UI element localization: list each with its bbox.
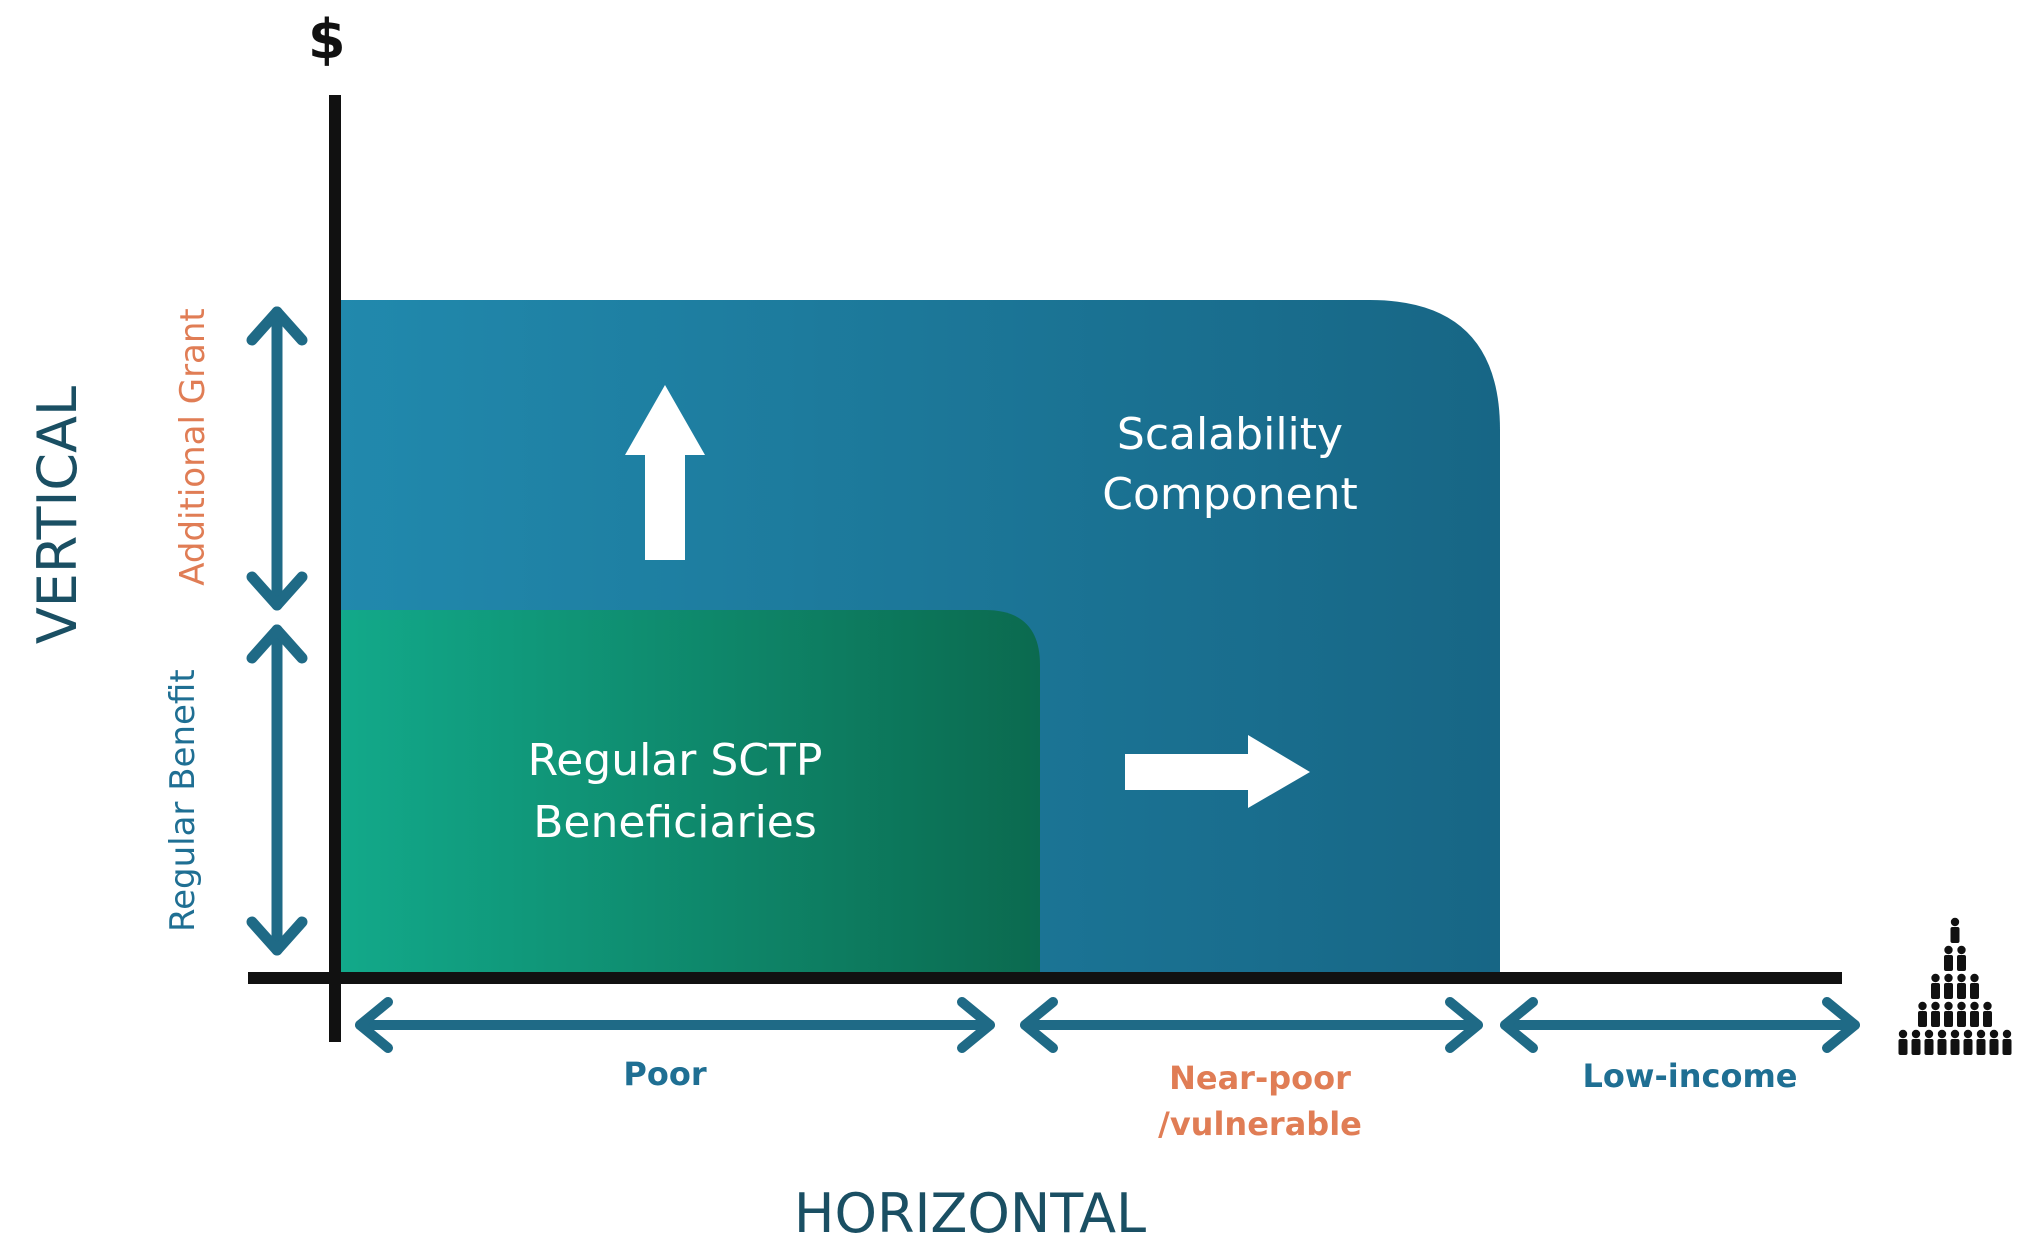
person-body (1931, 1011, 1940, 1027)
person-head (1931, 973, 1940, 983)
scalability-line-2: Component (1102, 469, 1358, 520)
person-body (1911, 1039, 1921, 1055)
person-head (1924, 1029, 1934, 1039)
person-head (1976, 1029, 1986, 1039)
person-body (1957, 983, 1966, 999)
regular-line-1: Regular SCTP (527, 735, 823, 786)
scalability-component-label: Scalability Component (1050, 405, 1410, 525)
y-axis-symbol: $ (308, 8, 346, 71)
person-body (1989, 1039, 1999, 1055)
low-income-label: Low-income (1582, 1057, 1798, 1095)
person-head (1950, 1029, 1960, 1039)
person-body (1898, 1039, 1908, 1055)
regular-benefit-label: Regular Benefit (163, 669, 203, 932)
person-body (1957, 955, 1966, 971)
person-head (1983, 1001, 1992, 1011)
person-body (1950, 1039, 1960, 1055)
regular-sctp-label: Regular SCTP Beneficiaries (480, 730, 870, 854)
person-head (1957, 1001, 1966, 1011)
person-body (1957, 1011, 1966, 1027)
person-head (1963, 1029, 1973, 1039)
person-body (1918, 1011, 1927, 1027)
person-head (1989, 1029, 1999, 1039)
person-head (1937, 1029, 1947, 1039)
horizontal-axis-title: HORIZONTAL (793, 1182, 1147, 1245)
person-head (2002, 1029, 2012, 1039)
person-body (1944, 983, 1953, 999)
low-income-arrow (1500, 997, 1860, 1053)
person-body (1970, 1011, 1979, 1027)
additional-grant-arrow (246, 306, 308, 611)
person-head (1944, 1001, 1953, 1011)
person-body (1950, 927, 1960, 943)
person-head (1970, 1001, 1979, 1011)
person-body (1944, 1011, 1953, 1027)
regular-sctp-box (340, 610, 1040, 975)
scalability-line-1: Scalability (1116, 409, 1344, 460)
right-arrow-icon (1125, 735, 1310, 808)
person-body (1944, 955, 1953, 971)
person-body (1963, 1039, 1973, 1055)
near-poor-line-1: Near-poor (1169, 1059, 1351, 1097)
person-head (1931, 1001, 1940, 1011)
near-poor-line-2: /vulnerable (1158, 1105, 1362, 1143)
person-body (1983, 1011, 1992, 1027)
person-head (1950, 917, 1960, 927)
person-head (1898, 1029, 1908, 1039)
person-body (1976, 1039, 1986, 1055)
person-body (1924, 1039, 1934, 1055)
poor-arrow (355, 997, 995, 1053)
person-body (2002, 1039, 2012, 1055)
poor-label: Poor (623, 1055, 707, 1093)
near-poor-label: Near-poor /vulnerable (1110, 1055, 1410, 1147)
person-head (1911, 1029, 1921, 1039)
person-head (1957, 973, 1966, 983)
additional-grant-label: Additional Grant (173, 308, 213, 586)
person-body (1937, 1039, 1947, 1055)
regular-benefit-arrow (246, 624, 308, 956)
person-head (1944, 973, 1953, 983)
person-head (1944, 945, 1953, 955)
near-poor-arrow (1020, 997, 1483, 1053)
person-head (1970, 973, 1979, 983)
person-body (1970, 983, 1979, 999)
population-pyramid-icon (1898, 917, 2012, 1055)
person-body (1931, 983, 1940, 999)
vertical-axis-title: VERTICAL (26, 385, 89, 645)
person-head (1918, 1001, 1927, 1011)
person-head (1957, 945, 1966, 955)
regular-line-2: Beneficiaries (533, 797, 817, 848)
up-arrow-icon (625, 385, 705, 560)
